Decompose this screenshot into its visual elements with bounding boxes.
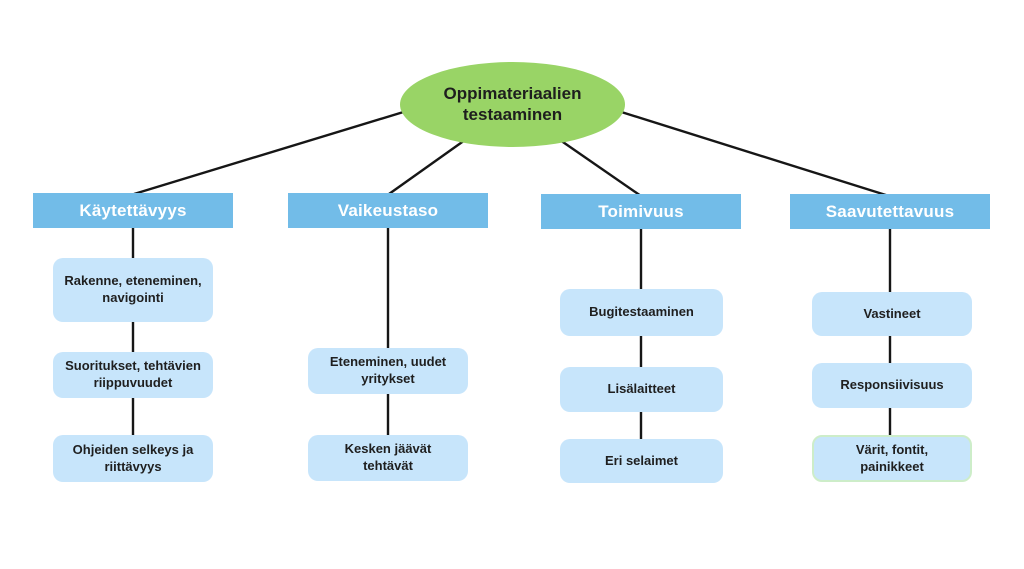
child-node-label: Eri selaimet: [605, 452, 678, 468]
child-node-label: Vastineet: [863, 305, 921, 321]
child-node: Responsiivisuus: [812, 363, 972, 408]
branch-header-kaytettavyys: Käytettävyys: [33, 193, 233, 228]
branch-header-saavutettavuus: Saavutettavuus: [790, 194, 990, 229]
branch-header-label: Käytettävyys: [79, 200, 187, 220]
child-node-label: Eteneminen, uudet yritykset: [329, 354, 447, 386]
child-node-label: Värit, fontit, painikkeet: [855, 441, 929, 474]
child-node: Ohjeiden selkeys ja riittävyys: [53, 435, 213, 482]
connector-line: [559, 139, 642, 197]
child-node-label: Lisälaitteet: [607, 381, 676, 397]
child-node: Vastineet: [812, 292, 972, 336]
child-node: Rakenne, eteneminen, navigointi: [53, 258, 213, 322]
child-node: Lisälaitteet: [560, 367, 723, 412]
connector-line: [133, 108, 411, 196]
child-node: Eri selaimet: [560, 439, 723, 483]
child-node-label: Bugitestaaminen: [589, 304, 694, 320]
branch-header-toimivuus: Toimivuus: [541, 194, 741, 229]
child-node: Värit, fontit, painikkeet: [812, 435, 972, 482]
child-node-label: Rakenne, eteneminen, navigointi: [64, 273, 202, 305]
child-node: Suoritukset, tehtävien riippuvuudet: [53, 352, 213, 398]
root-node-label: Oppimateriaalien testaaminen: [443, 83, 582, 124]
branch-header-vaikeustaso: Vaikeustaso: [288, 193, 488, 228]
branch-header-label: Saavutettavuus: [825, 201, 955, 221]
child-node: Bugitestaaminen: [560, 289, 723, 336]
branch-header-label: Toimivuus: [598, 201, 684, 221]
connector-line: [388, 139, 466, 195]
child-node-label: Responsiivisuus: [840, 377, 944, 393]
child-node: Eteneminen, uudet yritykset: [308, 348, 468, 394]
child-node-label: Suoritukset, tehtävien riippuvuudet: [65, 358, 201, 390]
child-node: Kesken jäävät tehtävät: [308, 435, 468, 481]
connector-line: [614, 108, 890, 198]
child-node-label: Kesken jäävät tehtävät: [344, 441, 432, 473]
child-node-label: Ohjeiden selkeys ja riittävyys: [72, 441, 194, 474]
branch-header-label: Vaikeustaso: [337, 200, 439, 220]
root-node: Oppimateriaalien testaaminen: [400, 62, 625, 147]
